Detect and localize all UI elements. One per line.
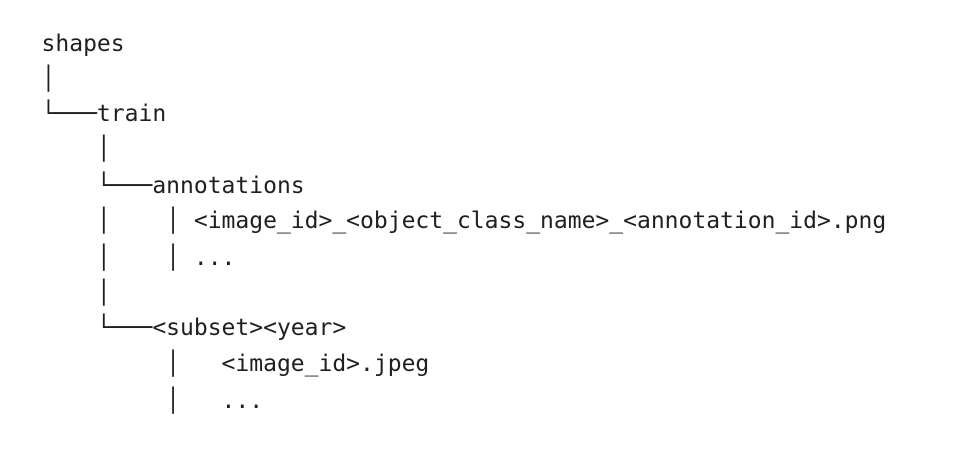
tree-line-ellipsis: │ ...	[0, 388, 264, 414]
tree-line-subset-year: └───<subset><year>	[0, 315, 347, 341]
tree-line-connector: │	[0, 280, 111, 306]
tree-line-train: └───train	[0, 101, 167, 127]
tree-line-connector: │	[0, 136, 111, 162]
tree-line-annotation-file: │ │ <image_id>_<object_class_name>_<anno…	[0, 208, 887, 234]
tree-line-connector: │	[0, 66, 56, 92]
tree-line-image-file: │ <image_id>.jpeg	[0, 351, 430, 377]
tree-line-annotations: └───annotations	[0, 173, 305, 199]
tree-line-root: shapes	[0, 31, 125, 57]
tree-line-ellipsis: │ │ ...	[0, 245, 236, 271]
